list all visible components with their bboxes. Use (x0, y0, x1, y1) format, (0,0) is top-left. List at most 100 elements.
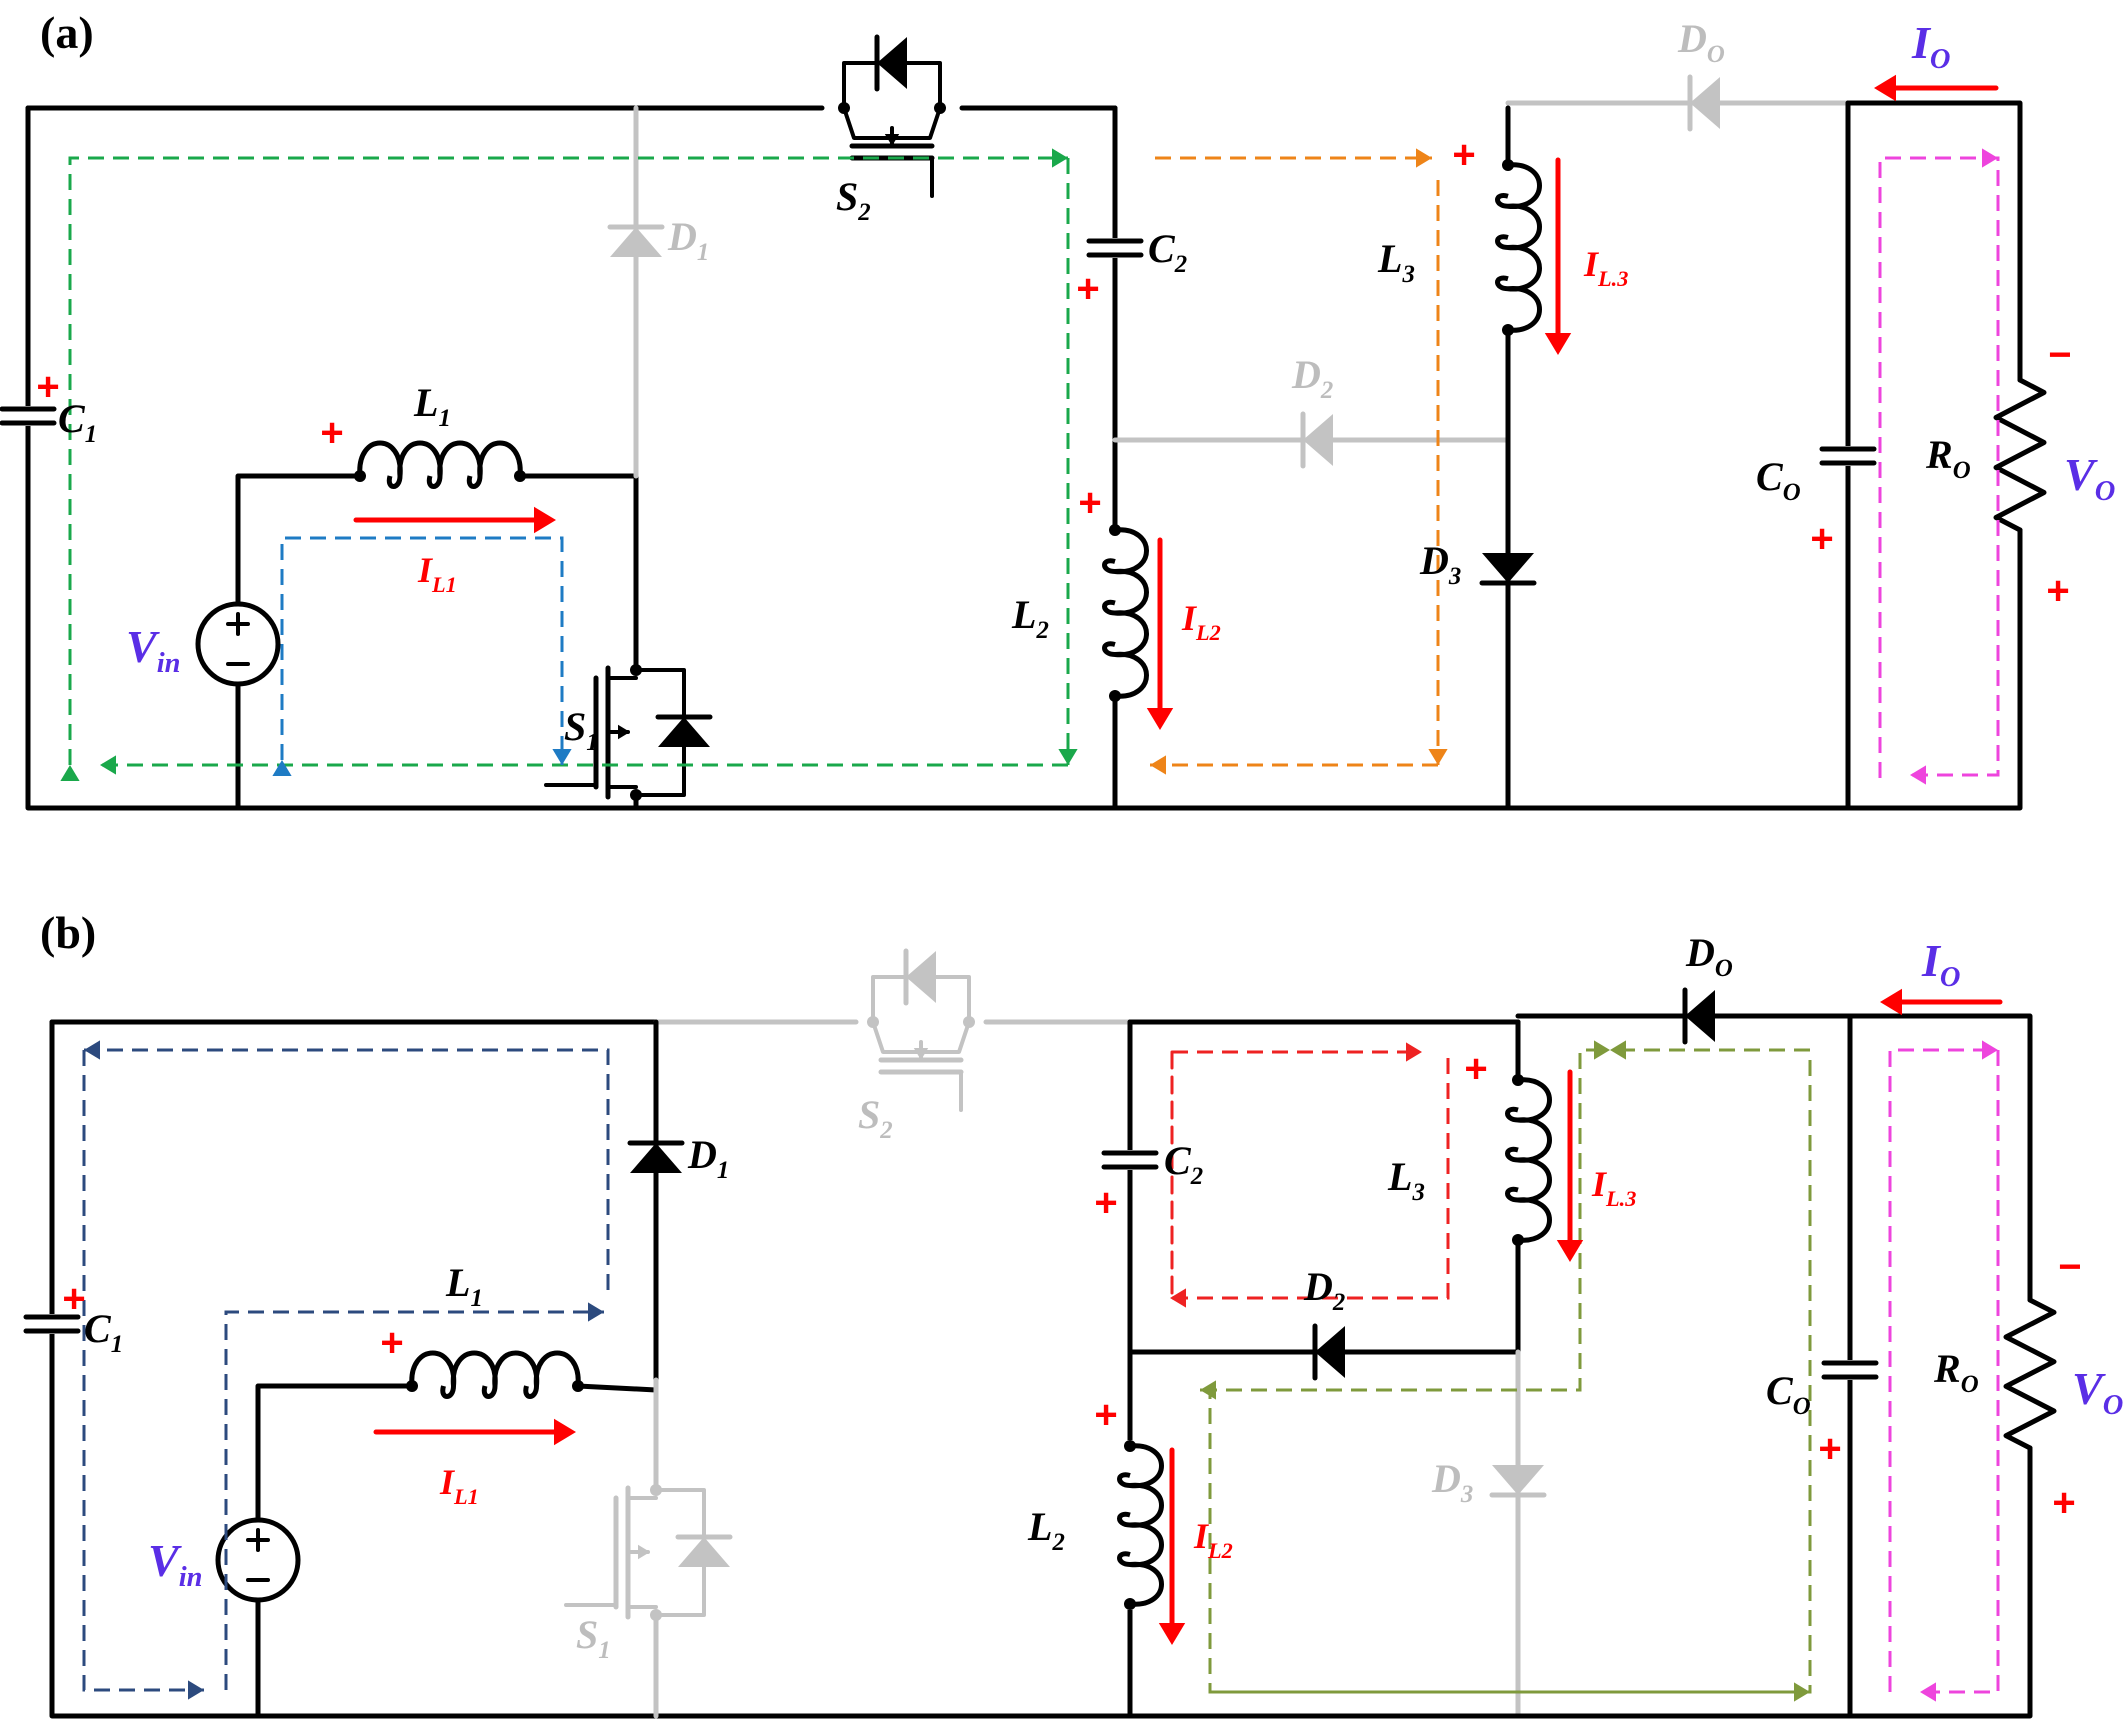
path-olive-bottom (1210, 1682, 1810, 1702)
label-subscript: 2 (1051, 1529, 1064, 1556)
arrow-head (913, 1048, 929, 1060)
label-main: L (1377, 236, 1402, 281)
coil-turns (1102, 527, 1149, 699)
diode-triangle (1482, 553, 1534, 583)
label-d1: D1 (667, 214, 709, 266)
label-main: S (858, 1092, 880, 1137)
label-main: C (84, 1306, 112, 1351)
path-orange-right (1428, 180, 1448, 765)
polarity-co-plus: + (1818, 1427, 1841, 1471)
label-main: L (1387, 1154, 1412, 1199)
arrow-head (1150, 755, 1166, 775)
label-subscript: O (1953, 457, 1971, 484)
label-main: D (1291, 352, 1321, 397)
arrow-head (638, 1544, 650, 1560)
resistor-path (1993, 377, 2047, 533)
diode-triangle (610, 227, 662, 257)
label-io: IO (1911, 17, 1951, 75)
label-subscript: O (1930, 44, 1951, 75)
dashed-path (280, 536, 564, 765)
arrow-il1 (373, 1418, 576, 1446)
label-subscript: 2 (1332, 1289, 1345, 1316)
label-l2: L2 (1027, 1504, 1065, 1556)
label-subscript: L2 (1207, 1538, 1233, 1563)
arrow-head (588, 1302, 604, 1322)
arrow-head (1594, 1040, 1610, 1060)
label-subscript: 2 (857, 199, 870, 226)
polarity-c1-plus: + (62, 1277, 85, 1321)
path-green-right (1058, 158, 1078, 765)
mosfet-switch (867, 948, 975, 1112)
label-il1: IL1 (439, 1462, 479, 1509)
label-d1: D1 (687, 1132, 729, 1184)
label-subscript: 1 (697, 239, 709, 266)
arrow-head (1544, 333, 1572, 355)
arrow-head (100, 755, 116, 775)
mosfet-switch (544, 557, 713, 811)
capacitor-c1 (0, 406, 57, 426)
junction-dot (1124, 1598, 1136, 1610)
arrow-head (1052, 148, 1068, 168)
diode-triangle (906, 951, 936, 1003)
label-subscript: 1 (717, 1157, 729, 1184)
arrow-head (60, 765, 80, 781)
arrow-head (1982, 1040, 1998, 1060)
arrow-head (1200, 1380, 1216, 1400)
label-subscript: O (1783, 479, 1801, 506)
label-il1: IL1 (417, 550, 457, 597)
label-il3: IL.3 (1583, 244, 1628, 291)
coil-turns (1117, 1443, 1164, 1607)
coil-turns (1505, 1077, 1552, 1243)
polarity-l1-plus: + (380, 1321, 403, 1365)
junction-dot (354, 470, 366, 482)
dashed-path (68, 156, 1068, 765)
label-subscript: 2 (879, 1117, 892, 1144)
arrow-head (188, 1680, 204, 1700)
label-vo: VO (2072, 1363, 2123, 1421)
diode-triangle (1690, 77, 1720, 129)
junction-dot (1502, 324, 1514, 336)
polarity-c2-plus: + (1076, 267, 1099, 311)
label-subscript: O (1707, 41, 1725, 68)
label-do: DO (1685, 930, 1733, 982)
polarity-vo-minus: − (2058, 1245, 2081, 1289)
inductor-coil (354, 440, 526, 489)
arrow-head (1058, 749, 1078, 765)
label-s1: S1 (576, 1612, 611, 1664)
diode-d2 (1300, 411, 1333, 469)
arrow-head (554, 1418, 576, 1446)
label-subscript: O (1961, 1371, 1979, 1398)
inductor-coil (1117, 1440, 1164, 1610)
polarity-l1-plus: + (320, 411, 343, 455)
diode-d1 (607, 224, 665, 257)
label-main: D (1303, 1264, 1333, 1309)
path-green-top (60, 148, 1068, 781)
label-subscript: 2 (1174, 251, 1187, 278)
polarity-l3-plus: + (1452, 133, 1475, 177)
junction-dot (1109, 690, 1121, 702)
label-subscript: 3 (1401, 261, 1414, 288)
label-subscript: 1 (598, 1637, 610, 1664)
arrow-head (884, 134, 900, 146)
label-subscript: L.3 (1605, 1186, 1636, 1211)
path-green-bottom (100, 755, 1068, 775)
coil-turns (409, 1350, 581, 1399)
diode-triangle (1315, 1326, 1345, 1378)
label-subscript: O (2095, 476, 2116, 507)
label-c1: C1 (58, 396, 97, 448)
label-s1: S1 (564, 704, 599, 756)
dashed-path (1170, 1058, 1450, 1300)
arrow-io (1874, 74, 1999, 102)
arrow-head (1794, 1682, 1810, 1702)
body-diode (655, 714, 713, 747)
path-navy-top (84, 1040, 610, 1290)
polarity-l3-plus: + (1464, 1047, 1487, 1091)
path-orange-bottom (1150, 755, 1438, 775)
polarity-vo-plus: + (2052, 1481, 2075, 1525)
source-circle (215, 1517, 301, 1603)
label-main: D (1677, 16, 1707, 61)
label-main: R (1933, 1346, 1961, 1391)
label-subscript: O (1793, 1393, 1811, 1420)
label-io: IO (1921, 935, 1961, 993)
